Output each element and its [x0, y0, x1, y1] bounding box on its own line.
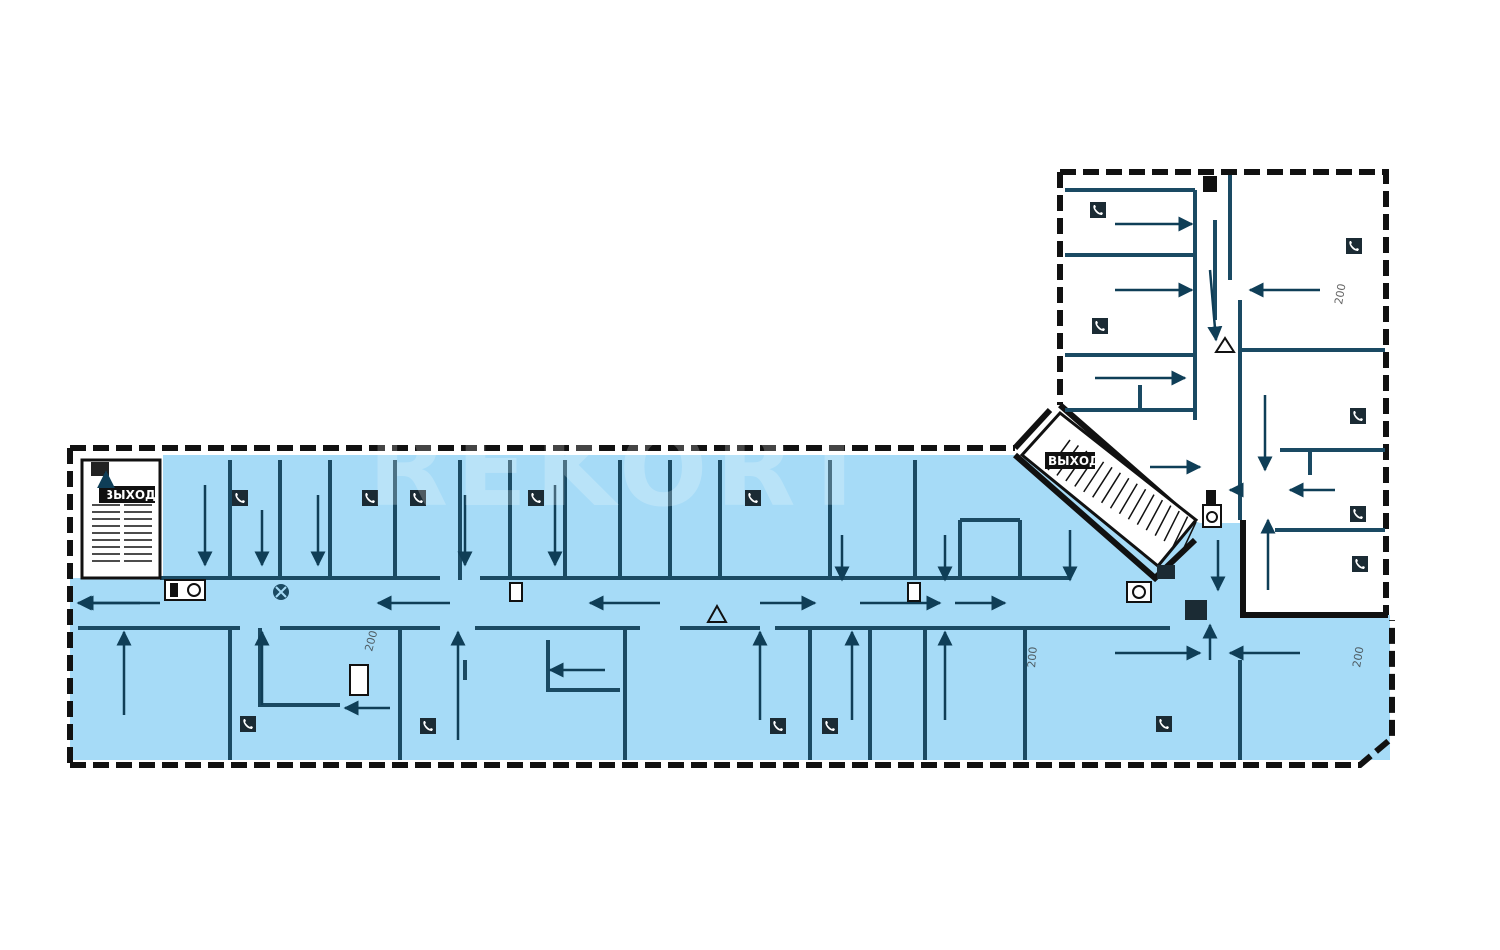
phone-icon [1350, 506, 1366, 522]
fire-hydrant-icon [164, 579, 206, 601]
fire-extinguisher-icon [907, 582, 921, 602]
phone-icon [1156, 716, 1172, 732]
exit-stair-right: ВЫХОД [1019, 410, 1199, 569]
stair-step [1109, 477, 1130, 509]
stair-step [1172, 516, 1189, 547]
electric-panel-icon [1157, 565, 1175, 579]
exterior-walls [67, 169, 1395, 768]
dimension-marks: 200 200 200 200 [362, 283, 1366, 669]
phone-icon [1090, 202, 1106, 218]
stair-step [1127, 488, 1147, 520]
phone-icon [770, 718, 786, 734]
dimension-label: 200 [1350, 646, 1366, 669]
watermark: REKORT [368, 408, 878, 530]
evacuation-routes [76, 216, 1335, 740]
phone-icon [1350, 408, 1366, 424]
stair-step [1163, 510, 1180, 542]
fire-hydrant-icon [1126, 581, 1152, 603]
fire-alarm-icon [273, 584, 289, 600]
fire-extinguisher-icon [349, 664, 369, 696]
stair-step [1145, 499, 1164, 531]
fire-extinguisher-icon [509, 582, 523, 602]
phone-icon [232, 490, 248, 506]
dimension-label: 200 [1332, 283, 1348, 306]
stair-step [1100, 472, 1122, 504]
phone-icon [1092, 318, 1108, 334]
stair-step [1136, 494, 1155, 526]
stair-step [1083, 461, 1105, 493]
electric-panel-icon [1214, 336, 1236, 353]
phone-icon [1352, 556, 1368, 572]
fire-extinguisher-icon [1206, 490, 1216, 504]
phone-icon [822, 718, 838, 734]
fire-extinguisher-icon [1203, 176, 1217, 192]
exit-stair-left: ВЫХОД [80, 458, 162, 580]
exit-label-left: ВЫХОД [104, 488, 156, 502]
electric-panel-icon [706, 603, 728, 623]
stair-step [1092, 466, 1113, 498]
phone-icon [1346, 238, 1362, 254]
dimension-label: 200 [1025, 646, 1040, 668]
phone-icon [240, 716, 256, 732]
stair-step [1181, 521, 1197, 553]
fire-equipment [164, 176, 1236, 696]
phone-icon [420, 718, 436, 734]
exit-label-right: ВЫХОД [1048, 454, 1100, 468]
electric-panel-icon [1185, 600, 1207, 620]
dimension-label: 200 [362, 629, 380, 653]
stair-step [1154, 505, 1172, 536]
interior-partitions [78, 175, 1385, 760]
fire-hydrant-icon [1202, 504, 1222, 528]
stair-step [1118, 483, 1138, 515]
